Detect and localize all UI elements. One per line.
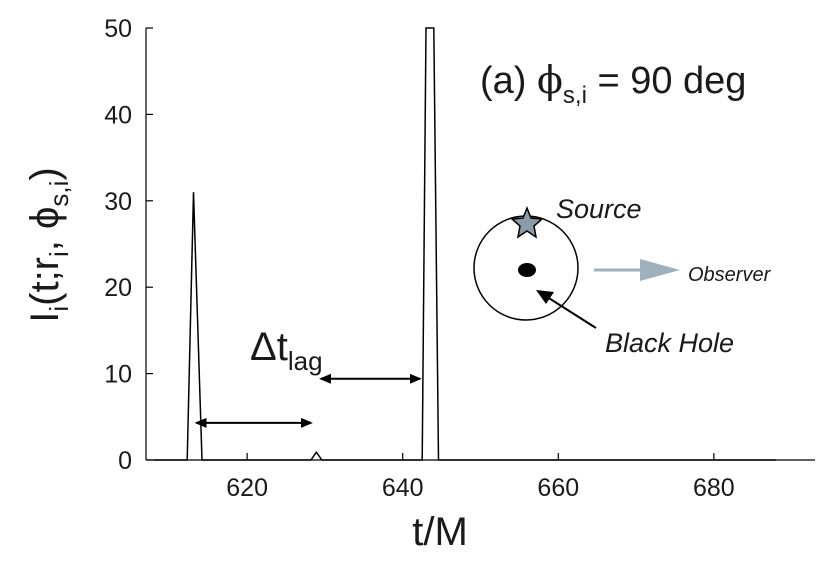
y-tick-label: 0 <box>118 447 132 475</box>
orbit-inset: Source Observer Black Hole <box>473 194 772 358</box>
x-axis-label: t/M <box>412 510 468 554</box>
chart-title: (a) ϕs,i = 90 deg <box>480 58 746 109</box>
black-hole-pointer-head-icon <box>536 290 554 304</box>
series-line <box>153 27 777 461</box>
y-tick-label: 20 <box>104 274 132 302</box>
x-tick-label: 660 <box>537 474 579 502</box>
y-tick-label: 40 <box>104 101 132 129</box>
x-tick-label: 680 <box>693 474 735 502</box>
y-axis-label: Ii(t;ri, ϕs,i) <box>23 167 74 323</box>
y-tick-label: 50 <box>104 15 132 43</box>
y-tick-label: 10 <box>104 361 132 389</box>
source-star-icon <box>510 205 544 239</box>
y-ticks: 0 10 20 30 40 50 <box>104 15 153 475</box>
x-tick-label: 620 <box>226 474 268 502</box>
x-tick-label: 640 <box>382 474 424 502</box>
source-label: Source <box>556 194 642 224</box>
black-hole-label: Black Hole <box>605 328 734 358</box>
observer-label: Observer <box>688 264 772 286</box>
black-hole-dot <box>518 263 536 277</box>
observer-arrowhead-icon <box>640 259 680 281</box>
black-hole-pointer <box>543 294 597 329</box>
y-tick-label: 30 <box>104 188 132 216</box>
dt-lag-label: Δtlag <box>250 325 323 376</box>
x-ticks: 620 640 660 680 <box>226 453 735 502</box>
